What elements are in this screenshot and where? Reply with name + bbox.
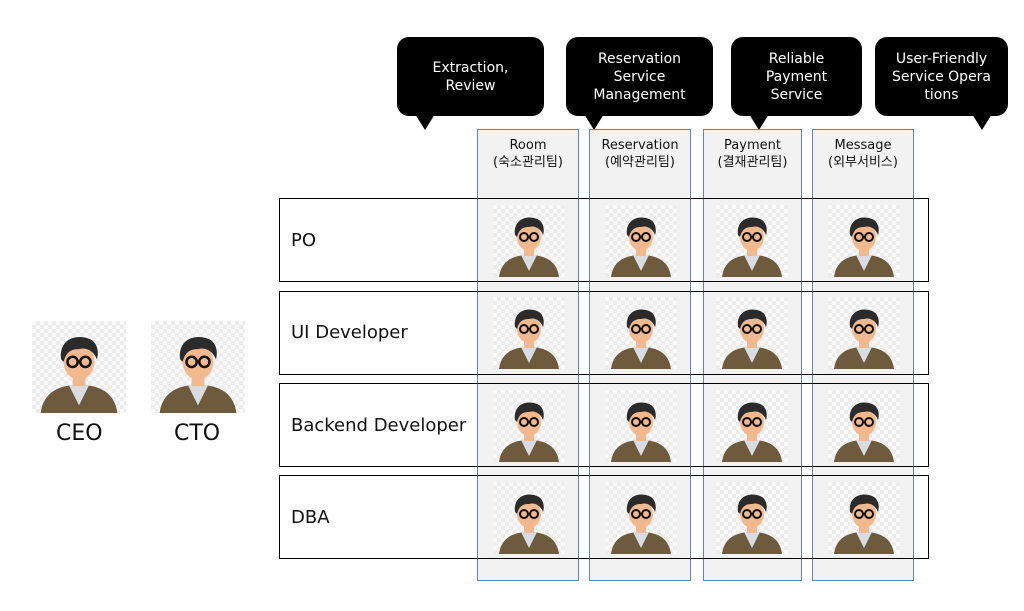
member-avatar-icon-backend-developer-room — [493, 390, 565, 462]
ceo-avatar-icon — [32, 321, 126, 413]
column-header-reservation: Reservation (예약관리팀) — [601, 138, 679, 170]
cto-label: CTO — [174, 421, 221, 446]
member-avatar-icon-po-payment — [716, 205, 788, 277]
member-avatar-icon-backend-developer-payment — [716, 390, 788, 462]
role-label-backend-developer: Backend Developer — [291, 415, 467, 436]
column-header-message: Message (외부서비스) — [828, 138, 898, 170]
member-avatar-icon-dba-payment — [716, 482, 788, 554]
member-avatar-icon-ui-developer-message — [828, 297, 900, 369]
role-row-po — [279, 198, 929, 282]
member-avatar-icon-ui-developer-reservation — [605, 297, 677, 369]
member-avatar-icon-backend-developer-reservation — [605, 390, 677, 462]
cto-avatar-icon — [151, 321, 245, 413]
member-avatar-icon-po-reservation — [605, 205, 677, 277]
member-avatar-icon-po-room — [493, 205, 565, 277]
member-avatar-icon-dba-message — [828, 482, 900, 554]
column-header-room: Room (숙소관리팀) — [493, 138, 563, 170]
role-row-ui-developer — [279, 291, 929, 375]
ceo-label: CEO — [56, 421, 103, 446]
member-avatar-icon-dba-reservation — [605, 482, 677, 554]
role-label-ui-developer: UI Developer — [291, 322, 408, 343]
column-header-payment: Payment (결재관리팀) — [717, 138, 788, 170]
role-row-backend-developer — [279, 383, 929, 467]
speech-bubble-payment: Reliable Payment Service — [731, 37, 862, 130]
member-avatar-icon-ui-developer-payment — [716, 297, 788, 369]
member-avatar-icon-dba-room — [493, 482, 565, 554]
role-label-dba: DBA — [291, 507, 330, 528]
role-row-dba — [279, 475, 929, 559]
member-avatar-icon-po-message — [828, 205, 900, 277]
speech-bubble-message: User-Friendly Service Opera tions — [875, 37, 1008, 130]
member-avatar-icon-backend-developer-message — [828, 390, 900, 462]
member-avatar-icon-ui-developer-room — [493, 297, 565, 369]
speech-bubble-reservation: Reservation Service Management — [566, 37, 713, 130]
role-label-po: PO — [291, 230, 317, 251]
speech-bubble-room: Extraction, Review — [397, 37, 544, 130]
